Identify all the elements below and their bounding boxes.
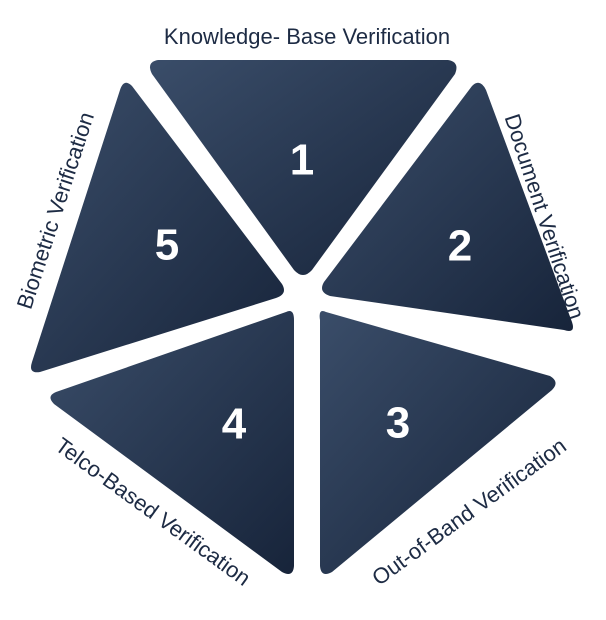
segment-4-number: 4: [222, 400, 247, 449]
segment-5-number: 5: [155, 221, 179, 270]
segment-1-label: Knowledge- Base Verification: [164, 24, 450, 49]
segment-5: 5: [31, 82, 284, 373]
segment-4: 4: [50, 311, 294, 574]
segment-3-number: 3: [386, 399, 410, 448]
segment-1-number: 1: [290, 136, 314, 185]
segment-2-number: 2: [448, 222, 472, 271]
segment-2: 2: [322, 82, 573, 331]
segment-3: 3: [319, 311, 556, 574]
segment-1: 1: [150, 60, 457, 275]
